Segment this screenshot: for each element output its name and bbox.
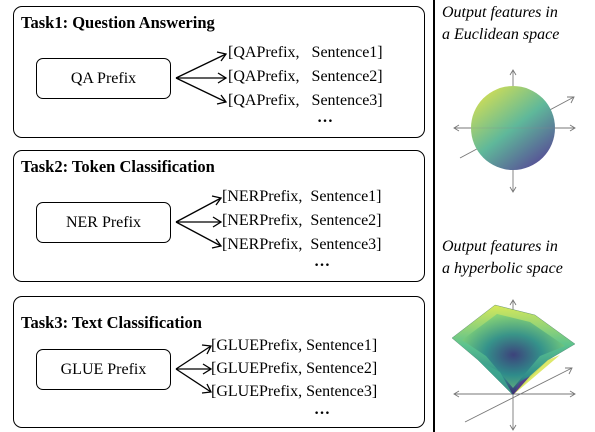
hyperbolic-axes	[453, 299, 576, 431]
task1-title: Task1: Question Answering	[21, 13, 215, 32]
task3-arrows	[175, 344, 213, 394]
task3-sentence-1: [GLUEPrefix, Sentence1]	[211, 337, 378, 354]
task1-sentence-2: [QAPrefix, Sentence2]	[228, 68, 383, 85]
task2-sentence-2: [NERPrefix, Sentence2]	[222, 212, 382, 229]
task3-ellipsis: …	[314, 401, 331, 418]
task3-title: Task3: Text Classification	[21, 313, 202, 332]
task1-ellipsis: …	[317, 109, 334, 126]
euclidean-caption-line1: Output features in	[442, 4, 558, 21]
task2-sentence-1: [NERPrefix, Sentence1]	[222, 188, 382, 205]
task3-sentence-3: [GLUEPrefix, Sentence3]	[211, 383, 378, 400]
hyperbolic-caption: Output features in a hyperbolic space	[442, 236, 563, 280]
task1-box: Task1: Question Answering QA Prefix [QAP…	[13, 6, 425, 138]
euclidean-axes	[453, 69, 576, 193]
qa-prefix-box: QA Prefix	[36, 58, 171, 99]
euclidean-caption: Output features in a Euclidean space	[442, 2, 559, 46]
task2-sentence-3: [NERPrefix, Sentence3]	[222, 236, 382, 253]
task2-ellipsis: …	[314, 253, 331, 270]
task2-title: Task2: Token Classification	[21, 157, 215, 176]
euclidean-caption-line2: a Euclidean space	[442, 26, 560, 43]
task2-box: Task2: Token Classification NER Prefix […	[13, 150, 425, 282]
task1-arrows	[175, 51, 228, 105]
hyperbolic-caption-line1: Output features in	[442, 238, 558, 255]
glue-prefix-box: GLUE Prefix	[36, 349, 171, 390]
task1-sentence-1: [QAPrefix, Sentence1]	[228, 44, 383, 61]
task2-arrows	[175, 195, 223, 249]
euclidean-sphere	[471, 86, 555, 170]
hyperbolic-surface	[451, 304, 576, 396]
task3-box: Task3: Text Classification GLUE Prefix […	[13, 296, 425, 428]
task1-sentence-3: [QAPrefix, Sentence3]	[228, 92, 383, 109]
divider-line	[433, 0, 435, 432]
ner-prefix-box: NER Prefix	[36, 202, 171, 243]
hyperbolic-caption-line2: a hyperbolic space	[442, 260, 563, 277]
task3-sentence-2: [GLUEPrefix, Sentence2]	[211, 360, 378, 377]
